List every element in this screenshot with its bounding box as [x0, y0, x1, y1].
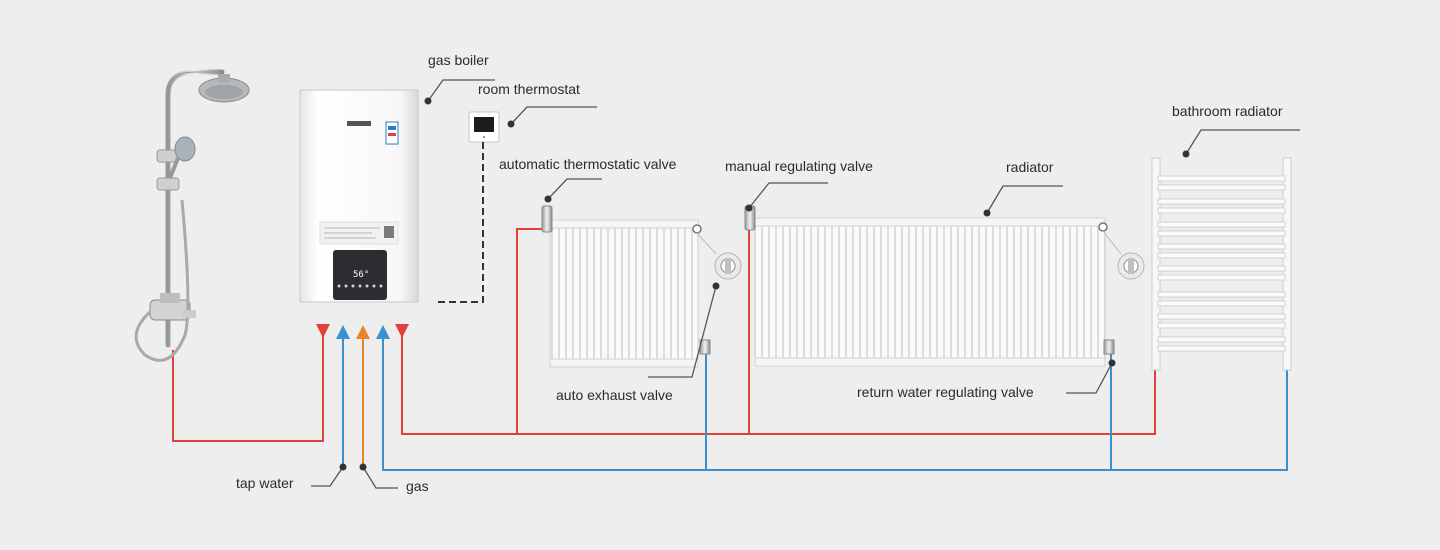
towel-rail-bar	[1157, 175, 1286, 182]
towel-rail-bar	[1157, 345, 1286, 352]
leader-auto-exhaust-valve	[648, 285, 717, 378]
leader-gas	[362, 466, 398, 489]
return-water-regulating-valve-icon	[1103, 339, 1115, 355]
label-manual-regulating-valve: manual regulating valve	[725, 158, 873, 174]
label-return-water-regulating-valve: return water regulating valve	[857, 384, 1034, 400]
hot-pipe-supply	[401, 330, 1156, 435]
flow-arrows	[316, 324, 409, 339]
label-auto-exhaust-valve: auto exhaust valve	[556, 387, 673, 403]
label-room-thermostat: room thermostat	[478, 81, 580, 97]
label-gas-boiler: gas boiler	[428, 52, 489, 68]
boiler-temperature-display: 56°	[353, 270, 369, 280]
bathroom-radiator	[1151, 157, 1292, 371]
boiler-control-panel	[333, 250, 387, 300]
towel-rail-bar	[1157, 322, 1286, 329]
towel-rail-bar	[1157, 252, 1286, 259]
towel-rail-bar	[1157, 207, 1286, 214]
leader-automatic-thermostatic-valve	[547, 178, 602, 200]
room-thermostat	[438, 111, 500, 303]
arrow-up-tap	[336, 325, 350, 339]
label-gas: gas	[406, 478, 429, 494]
label-automatic-thermostatic-valve: automatic thermostatic valve	[499, 156, 677, 172]
cold-pipe-return	[382, 330, 1288, 471]
leader-radiator	[986, 185, 1063, 214]
gas-boiler: 56°	[299, 89, 419, 303]
arrow-down-supply	[395, 324, 409, 338]
hot-pipe-shower	[172, 330, 324, 442]
leader-bathroom-radiator	[1185, 129, 1300, 155]
towel-rail-bar	[1157, 198, 1286, 205]
shower-set	[134, 69, 250, 362]
auto-exhaust-valve-icon	[692, 224, 702, 234]
arrow-up-return	[376, 325, 390, 339]
towel-rail-bar	[1157, 184, 1286, 191]
leader-manual-regulating-valve	[748, 182, 828, 209]
boiler-logo	[347, 121, 371, 126]
radiator-large-vent-magnified	[1117, 252, 1145, 280]
radiator-large	[744, 205, 1145, 367]
towel-rail-bar	[1157, 221, 1286, 228]
leader-tap-water	[311, 466, 344, 487]
towel-rail-bar	[1157, 243, 1286, 250]
radiator-small-vent-magnified	[714, 252, 742, 280]
label-tap-water: tap water	[236, 475, 294, 491]
towel-rail-bar	[1157, 291, 1286, 298]
labels: gas boiler room thermostat automatic the…	[236, 52, 1283, 494]
towel-rail-bar	[1157, 274, 1286, 281]
towel-rail-bar	[1157, 336, 1286, 343]
towel-rail-bar	[1157, 313, 1286, 320]
hand-shower-icon	[174, 136, 196, 162]
thermostat-wire	[438, 142, 484, 303]
automatic-thermostatic-valve-icon	[541, 205, 553, 233]
leader-room-thermostat	[510, 106, 597, 125]
leader-return-water-regulating-valve	[1066, 362, 1113, 394]
towel-rail-bar	[1157, 300, 1286, 307]
label-bathroom-radiator: bathroom radiator	[1172, 103, 1283, 119]
thermostat-screen	[474, 117, 494, 132]
boiler-buttons	[337, 284, 383, 288]
towel-rail-bar	[1157, 265, 1286, 272]
label-radiator: radiator	[1006, 159, 1054, 175]
arrow-up-gas	[356, 325, 370, 339]
leader-lines	[311, 79, 1300, 489]
leader-gas-boiler	[427, 79, 495, 102]
towel-rail-bar	[1157, 230, 1286, 237]
arrow-down-hot	[316, 324, 330, 338]
pipes	[172, 222, 1288, 471]
radiator-small	[541, 205, 742, 368]
shower-hose	[134, 199, 190, 362]
hot-pipe-radiator1	[516, 228, 548, 434]
